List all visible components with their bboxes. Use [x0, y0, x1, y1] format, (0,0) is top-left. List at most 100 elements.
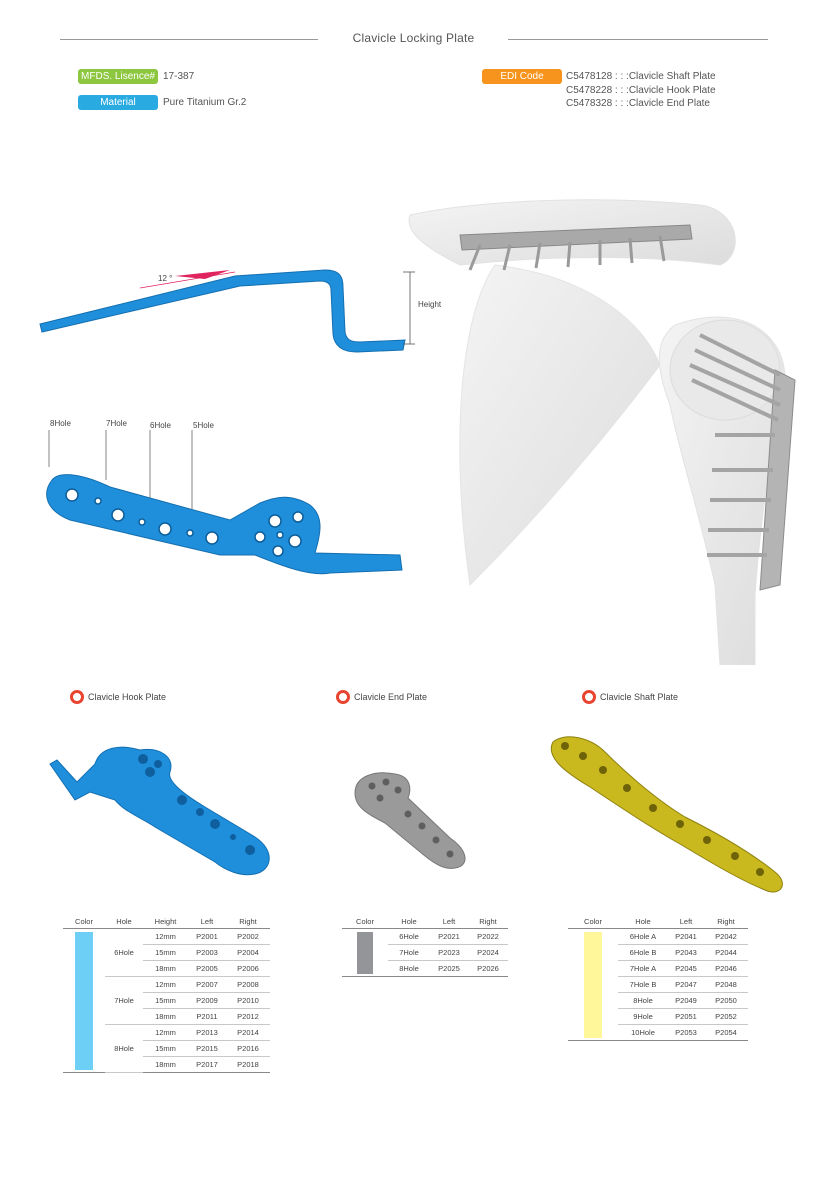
right-code-cell: P2014	[226, 1024, 270, 1041]
edi-line: C5478128 : : :Clavicle Shaft Plate	[566, 71, 716, 82]
hole-cell: 6Hole	[388, 928, 430, 945]
table-row: 6Hole A P2041 P2042	[568, 928, 748, 1041]
table-row: 8Hole P2049 P2050	[568, 992, 748, 1009]
height-cell: 15mm	[143, 1040, 188, 1057]
right-code-cell: P2052	[704, 1008, 748, 1025]
height-cell: 12mm	[143, 976, 188, 993]
right-code-cell: P2008	[226, 976, 270, 993]
end-plate-table: Color Hole Left Right 6Hole P2021 P2022 …	[342, 914, 508, 977]
table-row: 7Hole A P2045 P2046	[568, 960, 748, 977]
hole-cell: 6Hole	[105, 928, 143, 977]
left-code-cell: P2021	[430, 928, 468, 945]
mfds-badge: MFDS. Lisence#	[78, 69, 158, 84]
table-row: 10Hole P2053 P2054	[568, 1024, 748, 1041]
page-title: Clavicle Locking Plate	[352, 31, 475, 45]
product-label-shaft: Clavicle Shaft Plate	[582, 690, 678, 704]
hook-plate-shape	[49, 746, 270, 876]
col-header: Hole	[105, 914, 143, 929]
left-code-cell: P2017	[188, 1056, 226, 1073]
hole-label-8: 8Hole	[50, 419, 71, 428]
hook-plate-side-profile	[39, 269, 415, 353]
col-header: Left	[188, 914, 226, 929]
left-code-cell: P2009	[188, 992, 226, 1009]
height-cell: 15mm	[143, 992, 188, 1009]
height-cell: 15mm	[143, 944, 188, 961]
col-header: Left	[668, 914, 704, 929]
right-code-cell: P2026	[468, 960, 508, 977]
hole-cell: 9Hole	[618, 1008, 668, 1025]
shaft-plate-table: Color Hole Left Right 6Hole A P2041 P204…	[568, 914, 748, 1041]
right-code-cell: P2024	[468, 944, 508, 961]
col-header: Right	[704, 914, 748, 929]
hole-label-5: 5Hole	[193, 421, 214, 430]
table-row: 18mm P2017 P2018	[63, 1056, 270, 1073]
hook-plate-top-view	[46, 430, 403, 575]
color-swatch	[357, 931, 373, 974]
hole-cell: 8Hole	[618, 992, 668, 1009]
left-code-cell: P2005	[188, 960, 226, 977]
end-plate-image	[354, 772, 466, 869]
mfds-value: 17-387	[163, 71, 195, 82]
material-badge: Material	[78, 95, 158, 110]
right-code-cell: P2018	[226, 1056, 270, 1073]
left-code-cell: P2047	[668, 976, 704, 993]
table-row: 8Hole 12mm P2013 P2014	[63, 1024, 270, 1073]
product-label-end: Clavicle End Plate	[336, 690, 427, 704]
color-swatch-cell	[342, 928, 388, 977]
color-swatch	[75, 931, 93, 1070]
left-code-cell: P2045	[668, 960, 704, 977]
table-row: 7Hole B P2047 P2048	[568, 976, 748, 993]
right-code-cell: P2050	[704, 992, 748, 1009]
right-code-cell: P2048	[704, 976, 748, 993]
left-code-cell: P2001	[188, 928, 226, 945]
product-label-hook: Clavicle Hook Plate	[70, 690, 166, 704]
color-swatch	[584, 931, 602, 1038]
hole-cell: 7Hole	[388, 944, 430, 961]
hook-plate-body	[46, 474, 403, 575]
edi-line: C5478328 : : :Clavicle End Plate	[566, 98, 710, 109]
bullet-icon	[70, 690, 84, 704]
table-row: 18mm P2011 P2012	[63, 1008, 270, 1025]
height-cell: 18mm	[143, 960, 188, 977]
bullet-icon	[336, 690, 350, 704]
shoulder-anatomy-illustration	[408, 199, 796, 665]
hole-label-6: 6Hole	[150, 421, 171, 430]
hole-label-7: 7Hole	[106, 419, 127, 428]
hole-cell: 10Hole	[618, 1024, 668, 1041]
right-code-cell: P2004	[226, 944, 270, 961]
table-row: 15mm P2003 P2004	[63, 944, 270, 961]
color-swatch-cell	[568, 928, 618, 1041]
col-header: Color	[342, 914, 388, 929]
angle-marker	[175, 270, 230, 279]
left-code-cell: P2013	[188, 1024, 226, 1041]
left-code-cell: P2011	[188, 1008, 226, 1025]
table-row: 7Hole P2023 P2024	[342, 944, 508, 961]
hole-cell: 7Hole B	[618, 976, 668, 993]
left-code-cell: P2023	[430, 944, 468, 961]
hook-plate-table: Color Hole Height Left Right 6Hole 12mm …	[63, 914, 270, 1073]
hole-cell: 7Hole A	[618, 960, 668, 977]
col-header: Right	[468, 914, 508, 929]
right-code-cell: P2054	[704, 1024, 748, 1041]
right-code-cell: P2016	[226, 1040, 270, 1057]
hole-cell: 8Hole	[388, 960, 430, 977]
left-code-cell: P2049	[668, 992, 704, 1009]
left-code-cell: P2007	[188, 976, 226, 993]
left-code-cell: P2043	[668, 944, 704, 961]
hole-cell: 6Hole B	[618, 944, 668, 961]
col-header: Right	[226, 914, 270, 929]
table-row: 6Hole 12mm P2001 P2002	[63, 928, 270, 1073]
shaft-plate-image	[550, 736, 783, 893]
right-code-cell: P2042	[704, 928, 748, 945]
material-value: Pure Titanium Gr.2	[163, 97, 247, 108]
table-row: 7Hole 12mm P2007 P2008	[63, 976, 270, 1025]
left-code-cell: P2051	[668, 1008, 704, 1025]
right-code-cell: P2010	[226, 992, 270, 1009]
left-code-cell: P2015	[188, 1040, 226, 1057]
hole-cell: 6Hole A	[618, 928, 668, 945]
right-code-cell: P2006	[226, 960, 270, 977]
edi-line: C5478228 : : :Clavicle Hook Plate	[566, 84, 716, 96]
header-rule-left	[60, 39, 318, 40]
col-header: Color	[568, 914, 618, 929]
right-code-cell: P2012	[226, 1008, 270, 1025]
